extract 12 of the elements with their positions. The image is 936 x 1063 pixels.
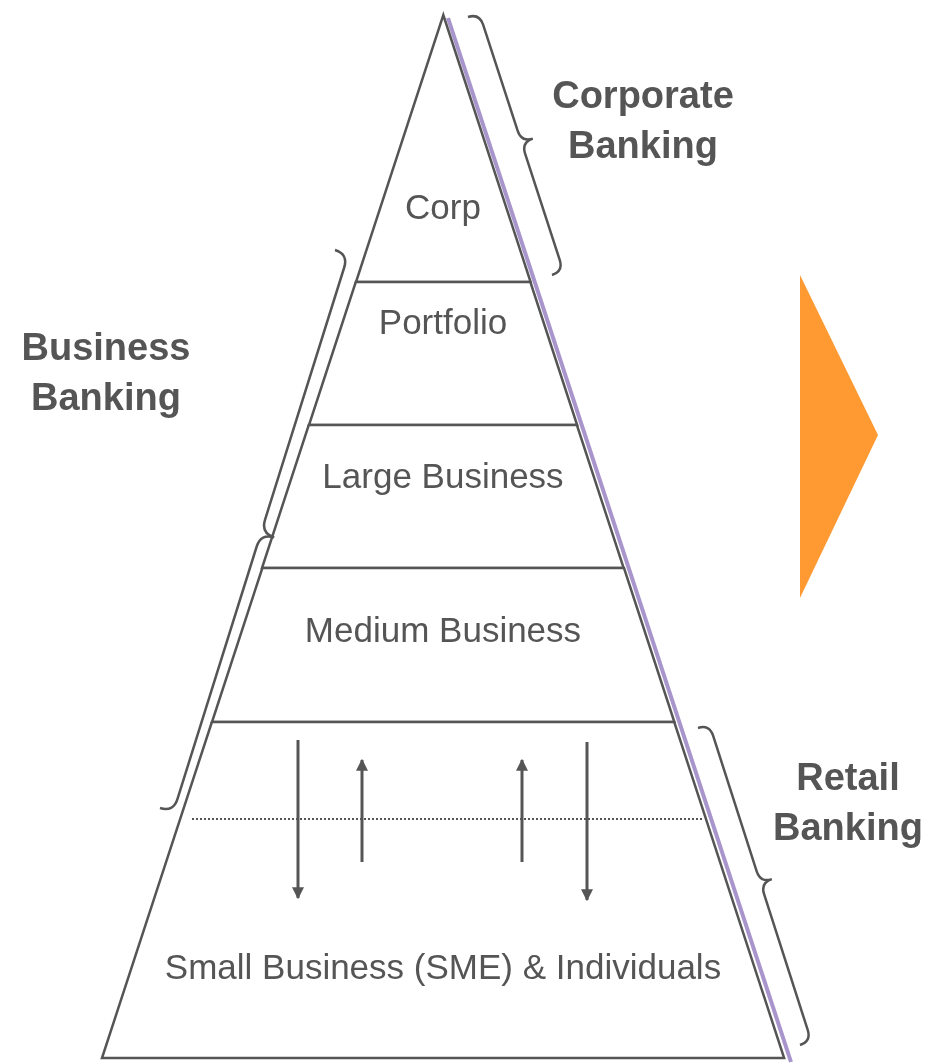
tier-label: Portfolio	[377, 302, 509, 342]
tier-label: Medium Business	[303, 610, 583, 650]
segment-label: Business Banking	[20, 325, 192, 420]
segment-label: Retail Banking	[772, 755, 924, 850]
tier-label: Corp	[404, 187, 482, 227]
pyramid-section	[211, 568, 675, 722]
pointer-triangle	[800, 275, 878, 598]
tier-label: Small Business (SME) & Individuals	[163, 947, 723, 987]
pyramid-section	[308, 282, 578, 425]
segment-label: Corporate Banking	[551, 73, 735, 168]
tier-label: Large Business	[321, 456, 565, 496]
pyramid-section	[262, 425, 624, 568]
